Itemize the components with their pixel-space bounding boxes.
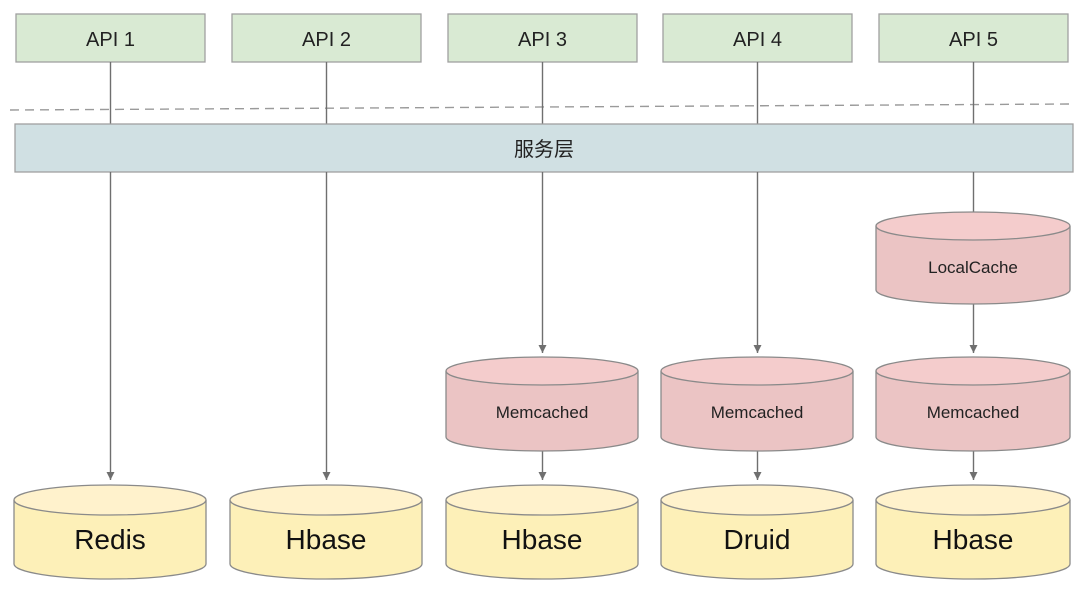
api-3-box [447,13,638,63]
api-2-box [231,13,422,63]
api-connectors [109,62,975,124]
service-layer-box [14,123,1074,173]
db-cylinder-5: Hbase [875,484,1071,580]
db-label-hbase: Hbase [502,524,583,555]
db-cylinder-3: Hbase [445,484,639,580]
localcache-cylinder: LocalCache [875,211,1071,305]
api-3-label: API 3 [518,29,567,51]
memcached-label: Memcached [711,403,804,422]
db-label-druid: Druid [724,524,791,555]
memcached-cylinder-4: Memcached [660,356,854,452]
memcached-cylinder-5: Memcached [875,356,1071,452]
api-4-box [662,13,853,63]
api-5-label: API 5 [949,29,998,51]
db-cylinder-2: Hbase [229,484,423,580]
memcached-label: Memcached [496,403,589,422]
api-4-label: API 4 [733,29,782,51]
db-label-hbase: Hbase [286,524,367,555]
api-1-label: API 1 [86,29,135,51]
boundary-dashed-line [9,103,1071,111]
data-flow-arrows [106,172,978,480]
db-cylinder-4: Druid [660,484,854,580]
api-2-label: API 2 [302,29,351,51]
api-row: API 1 API 2 API 3 API 4 API 5 [15,13,1069,63]
db-label-redis: Redis [74,524,146,555]
db-label-hbase: Hbase [933,524,1014,555]
db-cylinder-1: Redis [13,484,207,580]
service-layer-label: 服务层 [514,137,574,161]
memcached-label: Memcached [927,403,1020,422]
memcached-cylinder-3: Memcached [445,356,639,452]
localcache-label: LocalCache [928,258,1018,277]
api-1-box [15,13,206,63]
